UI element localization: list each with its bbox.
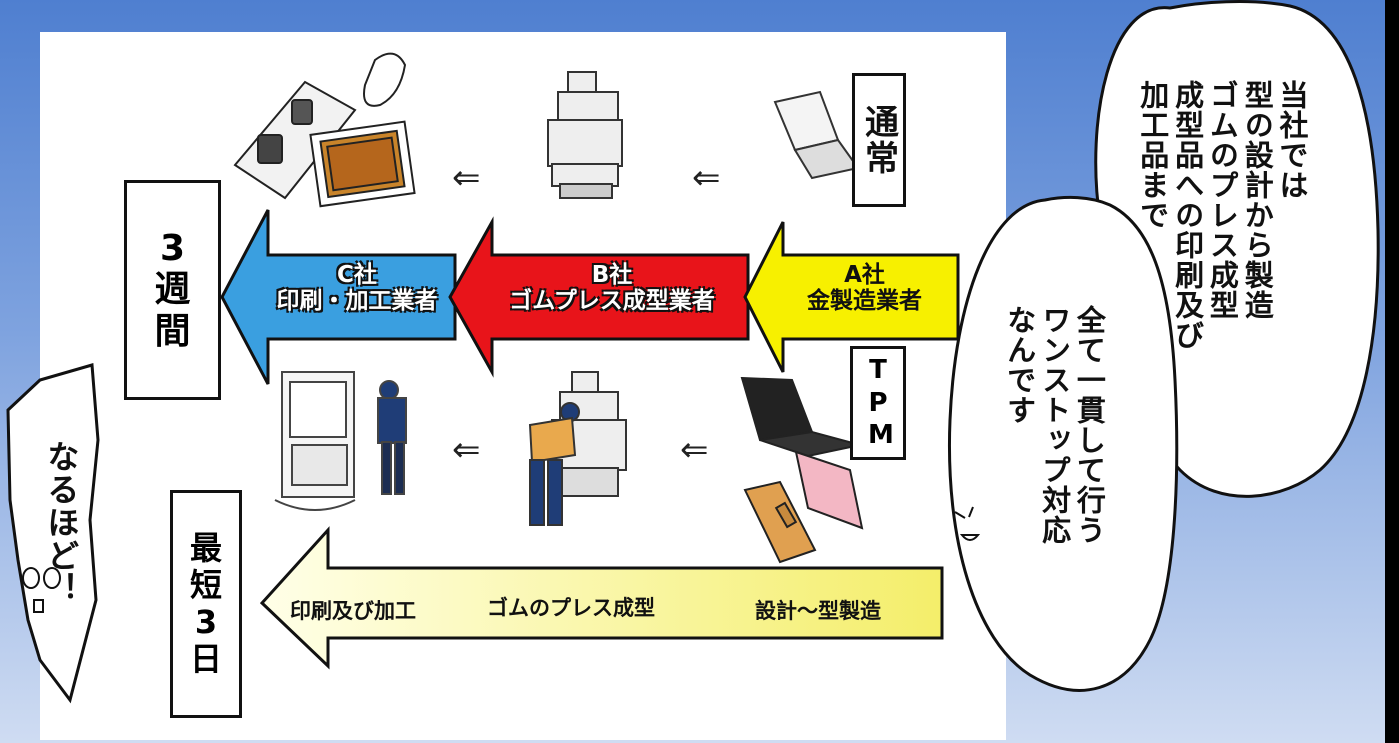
company-c-desc: 印刷・加工業者 [276,288,438,315]
implies-symbol-bottom-2: ⇐ [680,430,709,470]
implies-symbol-bottom-1: ⇐ [452,430,481,470]
label-tpm-box: TPM [850,346,906,460]
printed-products-illustration [233,52,416,208]
arrow-b-company [448,216,750,378]
label-tpm: TPM [868,355,894,451]
label-normal-box: 通常 [852,73,906,207]
laptop-top-illustration [773,90,860,180]
press-machine-top-illustration [547,71,623,199]
label-normal: 通常 [858,104,899,176]
surprised-face-icon [22,567,61,613]
implies-symbol-top-2: ⇐ [692,158,721,198]
implies-symbol-top-1: ⇐ [452,158,481,198]
label-3days: 最 短 3 日 [189,529,222,678]
label-3weeks: 3 週 間 [154,227,191,352]
company-a-desc: 金製造業者 [807,288,922,315]
processing-machine-illustration [274,371,407,511]
right-frame-edge [1385,0,1399,743]
tpm-laptop-molds-illustration [740,376,864,564]
company-c-label: C社 印刷・加工業者 [262,262,452,315]
arrow-tpm [259,526,944,670]
label-3days-box: 最 短 3 日 [170,490,242,718]
tpm-step-press: ゴムのプレス成型 [487,596,655,620]
press-machine-worker-illustration [528,371,627,526]
company-a-label: A社 金製造業者 [772,262,957,315]
smile-face-icon [954,506,981,541]
arrow-c-company [220,209,457,385]
company-b-desc: ゴムプレス成型業者 [509,288,715,315]
tpm-step-print: 印刷及び加工 [290,599,416,623]
speech-bubble-second [947,195,1179,692]
bubble-left-text: なるほど！ [42,440,81,605]
speech-bubble-left [6,363,100,704]
company-c-name: C社 [337,262,377,288]
arrow-a-company [743,221,960,373]
company-b-label: B社 ゴムプレス成型業者 [478,262,746,315]
company-b-name: B社 [591,262,633,288]
bubble-second-text: 全て一貫して行う ワンストップ対応 なんです [1002,305,1107,545]
label-3weeks-box: 3 週 間 [124,180,221,400]
bubble-main-text: 当社では 型の設計から製造 ゴムのプレス成型 成型品への印刷及び 加工品まで [1135,80,1309,350]
company-a-name: A社 [844,262,885,288]
tpm-step-design: 設計〜型製造 [755,599,881,623]
